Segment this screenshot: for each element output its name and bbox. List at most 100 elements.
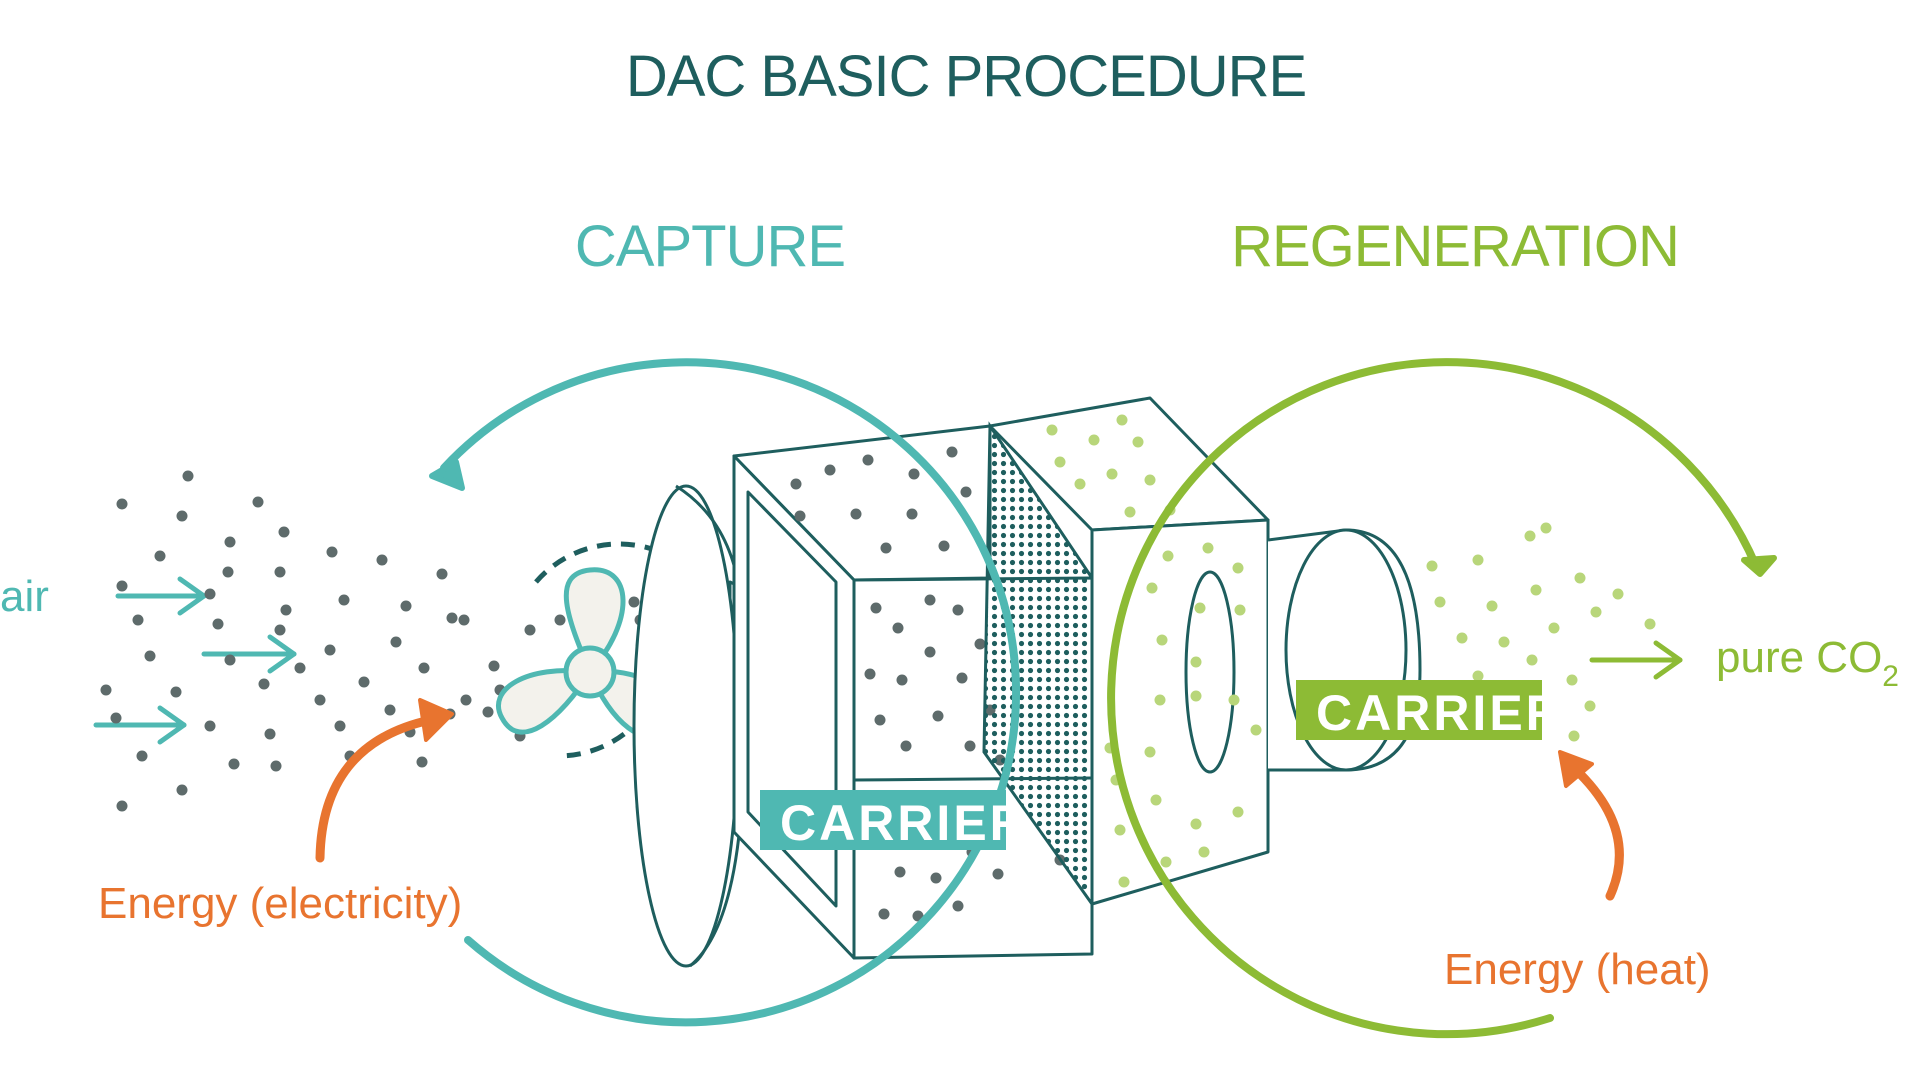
captured-particle — [952, 604, 964, 616]
capture-cycle — [429, 358, 1021, 1027]
air-particle — [270, 760, 282, 772]
air-particle — [524, 624, 536, 636]
captured-particle — [956, 672, 968, 684]
air-particle — [436, 568, 448, 580]
arrow-right-icon — [1589, 640, 1683, 680]
released-particle — [1160, 856, 1172, 868]
released-particle — [1156, 634, 1168, 646]
captured-particle — [964, 740, 976, 752]
arrow-right-icon — [201, 634, 297, 674]
captured-particle — [938, 540, 950, 552]
released-particle — [1144, 746, 1156, 758]
released-particle — [1526, 654, 1538, 666]
air-particle — [458, 614, 470, 626]
released-particle — [1150, 794, 1162, 806]
captured-particle — [794, 510, 806, 522]
captured-particle — [896, 674, 908, 686]
released-particle — [1566, 674, 1578, 686]
air-particle — [488, 660, 500, 672]
captured-particle — [960, 486, 972, 498]
released-particle — [1106, 468, 1118, 480]
air-particle — [416, 756, 428, 768]
captured-particle — [924, 594, 936, 606]
released-particle — [1472, 670, 1484, 682]
air-particle — [228, 758, 240, 770]
air-particle — [314, 694, 326, 706]
air-particle — [182, 470, 194, 482]
released-particle — [1232, 806, 1244, 818]
captured-particle — [932, 710, 944, 722]
curved-arrow-icon — [1107, 358, 1760, 1039]
air-arrows — [93, 576, 297, 745]
carrier-regeneration-label: CARRIER — [1316, 685, 1565, 741]
released-particle — [1644, 618, 1656, 630]
air-particle — [278, 526, 290, 538]
released-particle — [1154, 694, 1166, 706]
air-particle — [116, 580, 128, 592]
air-particle — [258, 678, 270, 690]
air-particle — [390, 636, 402, 648]
air-particle — [400, 600, 412, 612]
captured-particle — [906, 508, 918, 520]
released-particle — [1198, 846, 1210, 858]
released-particle — [1472, 554, 1484, 566]
captured-particle — [824, 464, 836, 476]
arrow-right-icon — [93, 705, 187, 745]
captured-particle — [874, 714, 886, 726]
air-particle — [170, 686, 182, 698]
air-particle — [204, 588, 216, 600]
regeneration-heading: REGENERATION — [1231, 214, 1679, 279]
co2-subscript: 2 — [1882, 660, 1899, 693]
released-particle — [1190, 818, 1202, 830]
captured-co2-particles — [790, 446, 1066, 922]
released-particle — [1434, 596, 1446, 608]
captured-particle — [850, 508, 862, 520]
air-particle — [252, 496, 264, 508]
released-particle — [1548, 622, 1560, 634]
released-particle — [1144, 474, 1156, 486]
energy-electricity-label: Energy (electricity) — [98, 879, 462, 928]
air-particles — [100, 470, 706, 812]
released-particle — [1540, 522, 1552, 534]
captured-particle — [924, 646, 936, 658]
captured-particle — [974, 638, 986, 650]
released-particle — [1486, 600, 1498, 612]
energy-electricity-arrow — [315, 698, 454, 863]
air-particle — [176, 510, 188, 522]
air-particle — [334, 720, 346, 732]
captured-particle — [894, 866, 906, 878]
air-particle — [418, 662, 430, 674]
released-particle — [1124, 506, 1136, 518]
curved-arrow-icon — [440, 358, 1021, 1027]
captured-particle — [880, 542, 892, 554]
released-particle — [1228, 694, 1240, 706]
air-particle — [222, 566, 234, 578]
air-particle — [144, 650, 156, 662]
released-particle — [1524, 530, 1536, 542]
released-particle — [1074, 478, 1086, 490]
released-particle — [1202, 542, 1214, 554]
released-particle — [1234, 604, 1246, 616]
air-particle — [294, 662, 306, 674]
air-particle — [338, 594, 350, 606]
captured-particle — [908, 468, 920, 480]
energy-heat-label: Energy (heat) — [1444, 945, 1711, 994]
air-particle — [224, 654, 236, 666]
air-particle — [324, 644, 336, 656]
carrier-capture-badge: CARRIER — [760, 790, 1026, 851]
captured-particle — [862, 454, 874, 466]
air-particle — [482, 706, 494, 718]
released-particle — [1584, 700, 1596, 712]
air-particle — [176, 784, 188, 796]
air-particle — [212, 618, 224, 630]
air-particle — [274, 624, 286, 636]
captured-particle — [790, 478, 802, 490]
air-particle — [224, 536, 236, 548]
released-particle — [1146, 582, 1158, 594]
air-particle — [116, 498, 128, 510]
released-particle — [1194, 602, 1206, 614]
air-particle — [100, 684, 112, 696]
co2-output-arrow — [1589, 640, 1683, 680]
carrier-regeneration-badge: CARRIER — [1296, 680, 1565, 741]
